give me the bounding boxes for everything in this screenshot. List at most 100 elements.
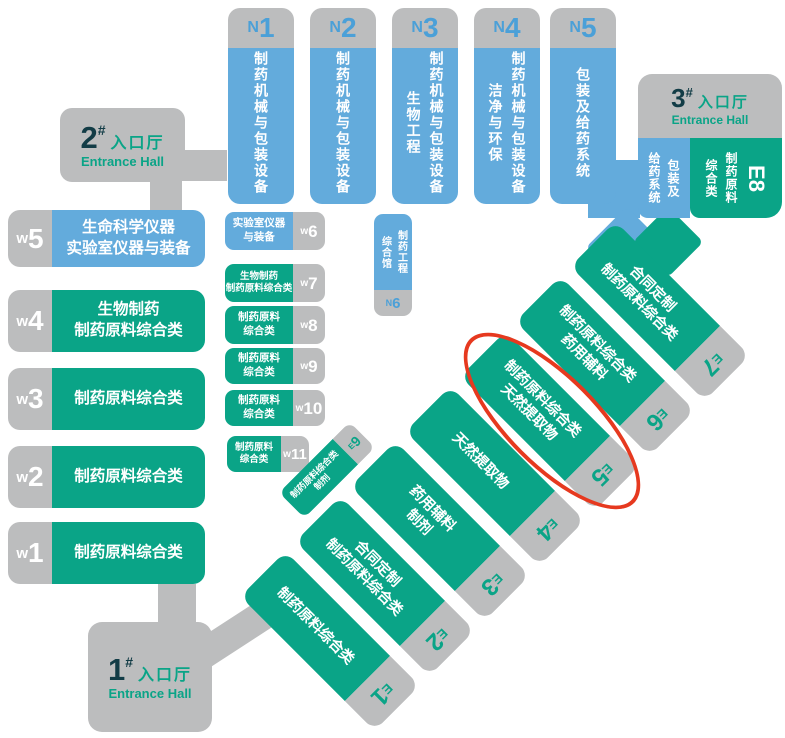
hall-e8-prefix: E <box>744 164 769 180</box>
hall-n5-prefix: N <box>569 19 581 36</box>
entrance-1-hash: # <box>125 653 134 670</box>
entrance-3-label-en: Entrance Hall <box>671 113 749 127</box>
hall-n3-category: 制药机械与包装设备 <box>428 51 445 195</box>
hall-w8-category-2: 综合类 <box>243 325 275 337</box>
hall-w3-category: 制药原料综合类 <box>74 389 183 407</box>
hall-n1-category: 制药机械与包装设备 <box>253 51 269 195</box>
hall-w9-category-2: 综合类 <box>243 366 275 378</box>
hall-w2-number: 2 <box>28 461 44 492</box>
entrance-3-title: 3# 入口厅 <box>671 85 749 112</box>
hall-w4-number: 4 <box>28 305 44 336</box>
hall-w6-category: 实验室仪器 <box>232 217 286 230</box>
hall-e1-category: 制药原料综合类 <box>273 584 357 668</box>
hall-n1-number: 1 <box>258 12 275 43</box>
hall-n2-number: 2 <box>340 12 357 43</box>
entrance-3-label-cn: 入口厅 <box>697 94 749 111</box>
hall-n4-body: 制药机械与包装设备洁净与环保 <box>474 48 540 204</box>
hall-w5-category-2: 实验室仪器与装备 <box>66 239 191 257</box>
entrance-1-label-en: Entrance Hall <box>108 685 192 701</box>
hall-w1-prefix: w <box>16 544 29 562</box>
hall-w2-prefix: w <box>16 468 29 486</box>
entrance-hall-2: 2#入口厅 Entrance Hall <box>60 108 185 182</box>
hall-n3-body: 制药机械与包装设备生物工程 <box>392 48 458 204</box>
entrance-3-number: 3 <box>671 83 686 113</box>
hall-e8-num: 8 <box>744 179 769 192</box>
connector-entrance1-leg <box>158 584 196 626</box>
hall-n6-prefix: N <box>385 298 393 308</box>
hall-w7-category-2: 制药原料综合类 <box>225 283 293 294</box>
hall-n4-category-2: 洁净与环保 <box>487 83 504 163</box>
hall-n1-prefix: N <box>247 19 259 36</box>
hall-w1-body: 制药原料综合类 <box>52 522 205 584</box>
hall-n5-body: 包装及给药系统 <box>550 48 616 204</box>
hall-w9-number: 9 <box>308 356 318 376</box>
hall-n5-category: 包装及给药系统 <box>575 67 591 179</box>
hall-w4-body: 生物制药制药原料综合类 <box>52 290 205 352</box>
entrance-1-label-cn: 入口厅 <box>138 666 193 684</box>
hall-e4-number: E4 <box>530 512 564 546</box>
hall-w11-prefix: w <box>283 448 291 460</box>
entrance-2-number: 2 <box>80 119 98 155</box>
hall-w10-category: 制药原料 <box>238 394 280 407</box>
hall-w5-body: 生命科学仪器实验室仪器与装备 <box>52 210 205 267</box>
hall-n2-category: 制药机械与包装设备 <box>335 51 351 195</box>
hall-n6-category: 制药工程 <box>395 230 407 274</box>
hall-e8-blue-category: 包装及 <box>666 158 680 198</box>
hall-e8-category-2: 综合类 <box>704 158 718 198</box>
hall-e8-packaging-section[interactable]: 包装及 给药系统 <box>638 138 690 218</box>
hall-e8[interactable]: E8 制药原料 综合类 <box>690 138 782 218</box>
hall-w5-number: 5 <box>28 222 44 254</box>
hall-n5-number: 5 <box>580 12 597 43</box>
hall-w7-body: 生物制药制药原料综合类 <box>225 264 293 302</box>
hall-w6-prefix: w <box>300 225 309 237</box>
entrance-hall-1: 1#入口厅 Entrance Hall <box>88 622 212 732</box>
hall-w1-number: 1 <box>28 537 44 568</box>
hall-w6-category-2: 与装备 <box>243 231 275 243</box>
hall-w11-body: 制药原料综合类 <box>227 436 281 472</box>
hall-w2-body: 制药原料综合类 <box>52 446 205 508</box>
hall-e2-number: E2 <box>420 622 454 656</box>
hall-w8-prefix: w <box>300 319 309 331</box>
hall-e8-blue-category-2: 给药系统 <box>647 152 661 204</box>
hall-w6-number: 6 <box>308 221 318 241</box>
hall-w7-category: 生物制药 <box>239 270 278 282</box>
entrance-3-hash: # <box>685 85 693 100</box>
hall-w2-category: 制药原料综合类 <box>74 467 183 485</box>
hall-n3-number: 3 <box>422 12 439 43</box>
hall-w9-prefix: w <box>300 360 309 372</box>
entrance-1-title: 1#入口厅 <box>108 654 192 685</box>
hall-w9-category: 制药原料 <box>238 352 280 365</box>
hall-e8-category: 制药原料 <box>724 152 738 204</box>
entrance-2-label-cn: 入口厅 <box>110 134 165 152</box>
entrance-1-number: 1 <box>107 651 126 687</box>
hall-w9-body: 制药原料综合类 <box>225 348 293 384</box>
hall-w10-category-2: 综合类 <box>243 408 275 420</box>
